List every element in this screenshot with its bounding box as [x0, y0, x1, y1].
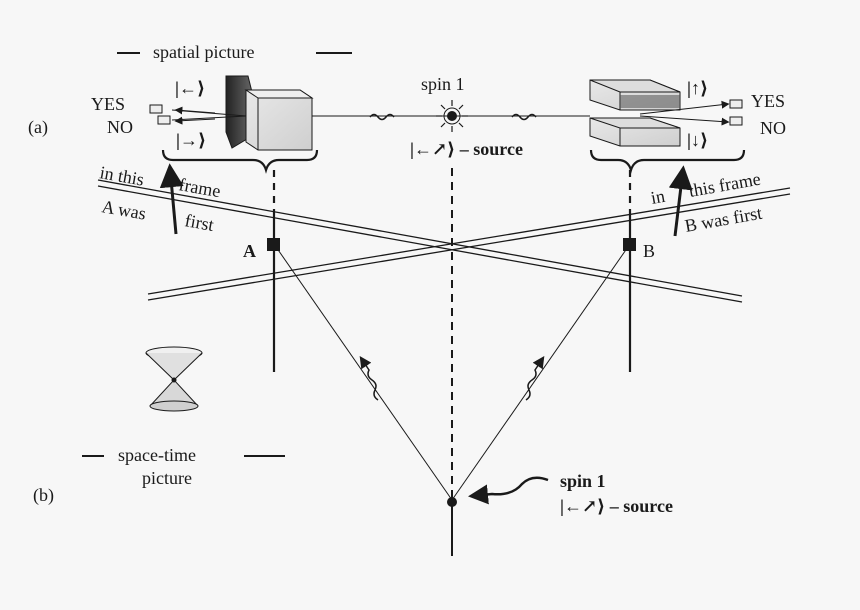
- right-ket-top: |↑⟩: [687, 78, 708, 98]
- event-b-marker: [623, 238, 636, 251]
- frame-right-line2: B was first: [683, 203, 763, 236]
- source-event-dot: [447, 497, 457, 507]
- light-cone-icon: [145, 346, 203, 412]
- event-a-label: A: [243, 241, 256, 261]
- simultaneity-line-left-frame: [97, 179, 743, 303]
- right-detector-no: [729, 116, 743, 126]
- panel-b-label: (b): [33, 485, 54, 506]
- spacetime-label-line2: picture: [142, 468, 192, 488]
- frame-left-line2: A was: [100, 196, 147, 223]
- left-no-label: NO: [107, 117, 133, 137]
- signal-path-to-b: [451, 243, 631, 501]
- spacetime-picture-panel: A B in this frame A was first in this fr…: [33, 162, 791, 556]
- signal-path-to-a: [273, 243, 453, 501]
- frame-arrow-left: [159, 163, 184, 235]
- frame-left-line1: in this: [98, 162, 145, 189]
- wave-arrow-to-b: [525, 356, 545, 401]
- frame-right-in: in: [649, 186, 666, 208]
- right-no-label: NO: [760, 118, 786, 138]
- simultaneity-line-right-frame: [147, 187, 791, 301]
- spatial-picture-label: spatial picture: [153, 42, 254, 62]
- spin-source-star-icon: [436, 100, 468, 132]
- frame-left-first: first: [183, 210, 215, 235]
- source-pointer-arrow: [468, 476, 549, 505]
- right-analyzer-magnet: [589, 79, 681, 147]
- wave-arrow-to-a: [359, 356, 379, 401]
- source-label-top: |←↗⟩ – source: [410, 139, 523, 159]
- frame-right-line1: this frame: [687, 169, 762, 201]
- left-detector-yes: [149, 104, 163, 114]
- panel-a-label: (a): [28, 117, 48, 138]
- right-detector-yes: [729, 99, 743, 109]
- spatial-picture-panel: spatial picture (a) spin 1 |←↗⟩ – source: [28, 42, 786, 174]
- particle-wave-left: [369, 113, 395, 121]
- right-brace: [589, 149, 746, 174]
- event-b-label: B: [643, 241, 655, 261]
- right-yes-label: YES: [751, 91, 785, 111]
- left-analyzer-magnet: [225, 75, 314, 151]
- particle-wave-right: [511, 113, 537, 121]
- left-yes-label: YES: [91, 94, 125, 114]
- spin-label-bottom: spin 1: [560, 471, 606, 491]
- spin-label-top: spin 1: [421, 74, 465, 94]
- right-ket-bottom: |↓⟩: [687, 130, 708, 150]
- frame-arrow-right: [668, 165, 693, 237]
- left-brace: [161, 149, 319, 174]
- left-detector-no: [157, 115, 171, 125]
- source-label-bottom: |←↗⟩ – source: [560, 496, 673, 516]
- event-a-marker: [267, 238, 280, 251]
- left-ket-bottom: |→⟩: [176, 130, 206, 150]
- left-ket-top: |←⟩: [175, 78, 205, 98]
- spacetime-label-line1: space-time: [118, 445, 196, 465]
- frame-left-word: frame: [177, 174, 222, 201]
